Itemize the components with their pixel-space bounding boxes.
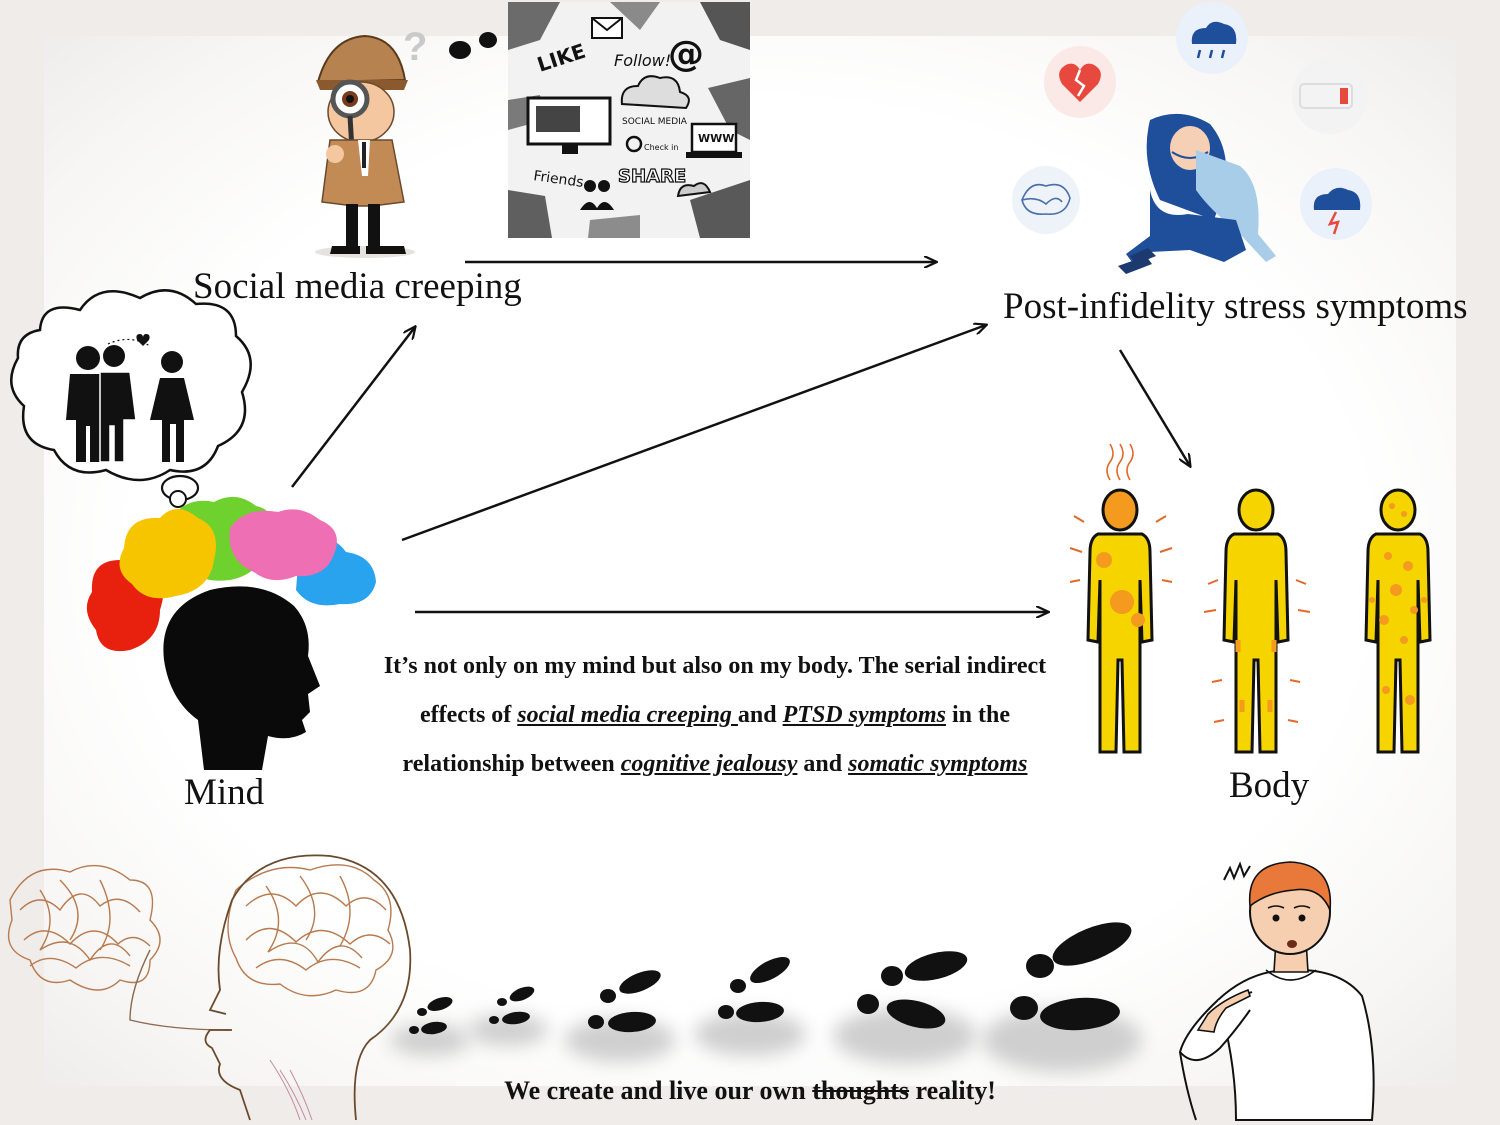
collage-www-text: WWW xyxy=(698,132,734,145)
node-label-mind: Mind xyxy=(184,772,265,813)
tagline-struck-word: thoughts xyxy=(812,1076,910,1105)
summary-term-cognitive-jealousy: cognitive jealousy xyxy=(620,751,798,777)
confused-man-illustration xyxy=(1178,861,1375,1121)
summary-part-2: and xyxy=(737,702,783,728)
summary-text: It’s not only on my mind but also on my … xyxy=(380,642,1050,789)
collage-at-text: @ xyxy=(668,34,704,75)
summary-term-social-media-creeping: social media creeping xyxy=(517,702,738,728)
mind-head-illustration xyxy=(86,496,376,770)
tangled-mind-sketch xyxy=(7,854,412,1121)
question-mark: ? xyxy=(403,25,427,69)
stress-scribble-icon xyxy=(1223,861,1251,881)
heart-icon xyxy=(136,334,150,346)
collage-share-text: SHARE xyxy=(618,166,686,187)
storm-cloud-icon xyxy=(1313,187,1361,210)
arrow-mind-to-social xyxy=(291,327,415,488)
body-figure-pain xyxy=(1203,488,1311,754)
arrows xyxy=(291,262,1190,612)
jealousy-thought-cloud xyxy=(10,289,252,508)
node-label-body: Body xyxy=(1229,765,1310,806)
summary-part-4: and xyxy=(797,751,849,777)
summary-term-ptsd-symptoms: PTSD symptoms xyxy=(782,702,946,728)
node-label-post-infidelity-stress: Post-infidelity stress symptoms xyxy=(1003,286,1468,327)
footprints xyxy=(390,922,1142,1072)
tagline-after: reality! xyxy=(909,1076,996,1105)
tangled-thoughts-icon xyxy=(1021,183,1071,216)
rain-cloud-icon xyxy=(1191,21,1237,44)
node-label-social-media-creeping: Social media creeping xyxy=(193,266,522,307)
body-figure-heat xyxy=(1069,443,1173,754)
body-figure-rash xyxy=(1364,488,1432,754)
collage-friends-text: Friends xyxy=(532,168,584,191)
collage-checkin-text: Check in xyxy=(644,143,678,152)
tagline: We create and live our own thoughts real… xyxy=(0,1076,1500,1106)
collage-social-media-text: SOCIAL MEDIA xyxy=(622,117,688,127)
summary-part-3: in the relationship between xyxy=(402,702,1010,777)
body-figures xyxy=(1069,443,1432,754)
summary-part-1: It’s not only on my mind but also on my … xyxy=(383,653,1047,728)
summary-term-somatic-symptoms: somatic symptoms xyxy=(848,751,1028,777)
arrow-mind-to-post xyxy=(401,325,986,542)
social-media-collage: LIKE Follow! @ SOCIAL MEDIA WWW Check in… xyxy=(508,2,750,238)
collage-follow-text: Follow! xyxy=(614,51,671,70)
detective-illustration: ? xyxy=(315,25,497,258)
low-battery-icon xyxy=(1299,83,1353,109)
stressed-woman-illustration xyxy=(1012,2,1372,274)
tagline-before: We create and live our own xyxy=(504,1076,813,1105)
arrow-post-to-body xyxy=(1118,349,1190,466)
